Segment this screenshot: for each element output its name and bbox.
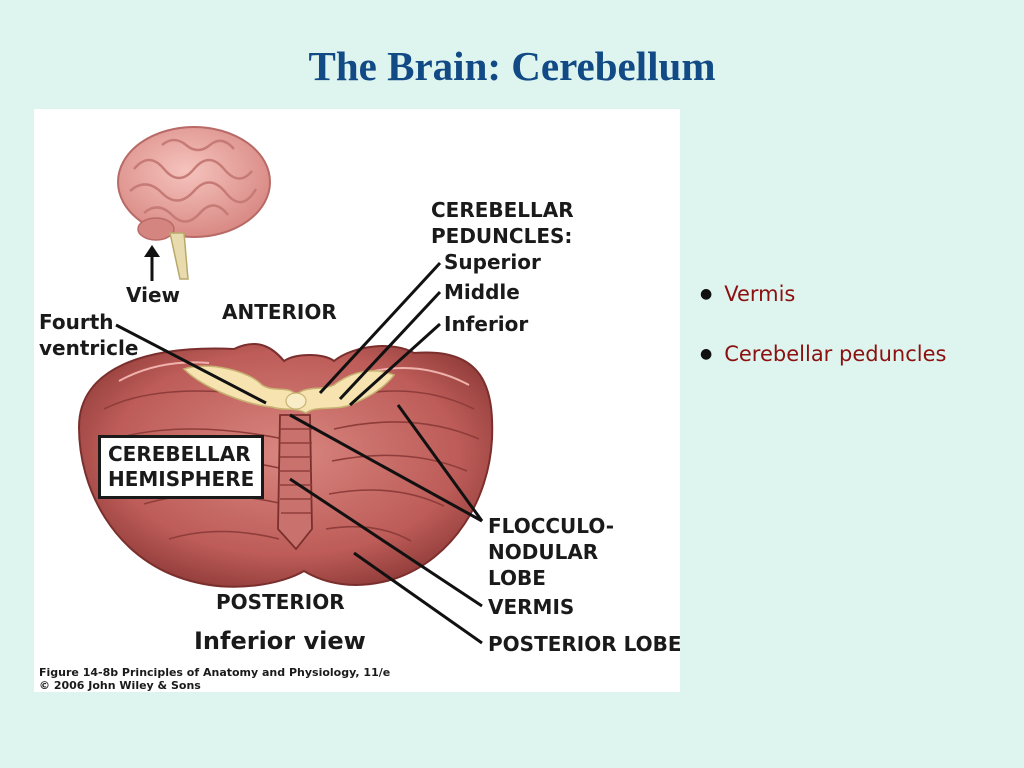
cerebellum-illustration	[77, 126, 494, 645]
bullet-item: ● Vermis	[700, 282, 946, 306]
posterior-label: POSTERIOR	[216, 590, 345, 614]
bullet-text: Vermis	[724, 282, 796, 306]
bullet-item: ● Cerebellar peduncles	[700, 342, 946, 366]
anterior-label: ANTERIOR	[222, 300, 337, 324]
figure-caption: Figure 14-8b Principles of Anatomy and P…	[39, 666, 391, 679]
vermis-label: VERMIS	[488, 595, 575, 619]
brain-icon	[117, 126, 271, 280]
view-arrow	[144, 245, 160, 281]
bullet-list: ● Vermis ● Cerebellar peduncles	[700, 282, 946, 402]
cerebellum-figure: View Fourth ventricle ANTERIOR CEREBELLA…	[34, 109, 680, 692]
inferior-view-label: Inferior view	[194, 627, 366, 655]
fourth-ventricle-label: Fourth ventricle	[39, 310, 139, 360]
slide-title: The Brain: Cerebellum	[308, 43, 716, 89]
leader-lines	[115, 261, 484, 645]
cerebellar-hemisphere-label: CEREBELLAR HEMISPHERE	[98, 435, 265, 499]
copyright-caption: © 2006 John Wiley & Sons	[39, 679, 201, 692]
inferior-peduncle-label: Inferior	[444, 312, 529, 336]
posterior-lobe-label: POSTERIOR LOBE	[488, 632, 680, 656]
middle-peduncle-label: Middle	[444, 280, 520, 304]
flocculonodular-lobe-label: FLOCCULO- NODULAR LOBE	[488, 514, 614, 590]
bullet-text: Cerebellar peduncles	[724, 342, 947, 366]
bullet-dot-icon: ●	[700, 346, 713, 362]
superior-peduncle-label: Superior	[444, 250, 541, 274]
cerebellar-peduncles-heading: CEREBELLAR PEDUNCLES:	[431, 198, 574, 248]
view-label: View	[126, 283, 181, 307]
bullet-dot-icon: ●	[700, 286, 713, 302]
